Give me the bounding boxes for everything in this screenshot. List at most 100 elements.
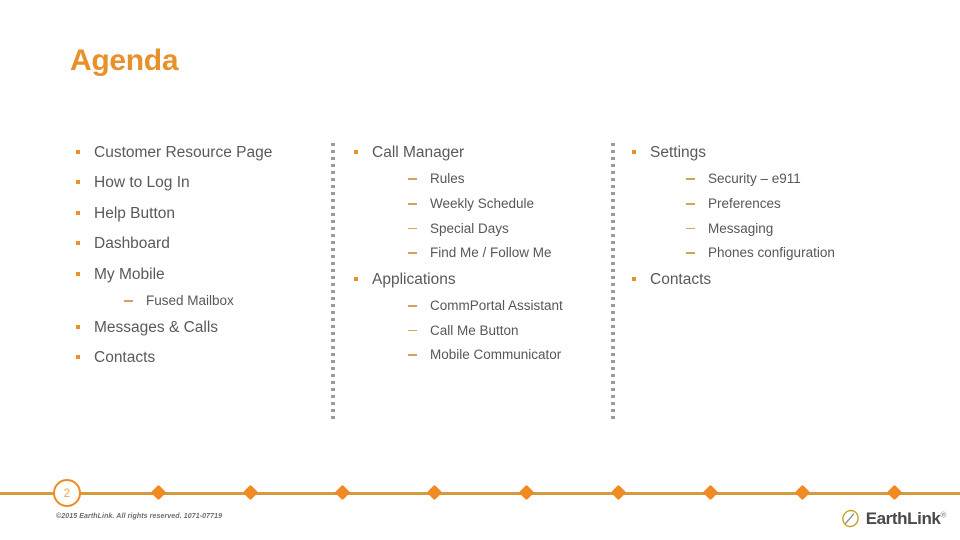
earthlink-ring-icon-svg: [841, 509, 859, 528]
agenda-subitem-label: Security – e911: [708, 171, 801, 187]
bullet-dash-icon: [408, 203, 417, 205]
bullet-square-icon: [76, 150, 80, 154]
bullet-dash-icon: [686, 252, 695, 254]
agenda-item: Help Button: [70, 203, 318, 225]
agenda-subitem-label: Find Me / Follow Me: [430, 245, 552, 261]
footer-diamond-icon: [702, 484, 719, 501]
footer-diamond-icon: [886, 484, 903, 501]
agenda-item-label: My Mobile: [94, 265, 165, 283]
bullet-square-icon: [632, 276, 636, 281]
agenda-item-label: Dashboard: [94, 235, 170, 253]
agenda-item: Contacts: [70, 347, 318, 369]
copyright-text: ©2015 EarthLink. All rights reserved. 10…: [56, 513, 223, 520]
agenda-subitem: Weekly Schedule: [404, 194, 604, 214]
agenda-item: How to Log In: [70, 172, 318, 194]
agenda-subitem-label: Weekly Schedule: [430, 196, 535, 212]
agenda-item-label: Help Button: [94, 204, 175, 222]
agenda-subitem-label: Special Days: [430, 220, 509, 236]
earthlink-wordmark-text: EarthLink: [865, 508, 941, 528]
agenda-subitem-label: CommPortal Assistant: [430, 298, 563, 314]
agenda-item: Contacts: [626, 269, 896, 291]
agenda-subitem: Find Me / Follow Me: [404, 243, 604, 263]
agenda-item-label: Messages & Calls: [94, 318, 219, 336]
agenda-subitem: Phones configuration: [682, 243, 896, 263]
agenda-subitem-label: Fused Mailbox: [146, 293, 234, 309]
agenda-sublist: Fused Mailbox: [120, 291, 318, 311]
bullet-square-icon: [76, 271, 80, 276]
footer-diamond-icon: [794, 484, 811, 501]
bullet-dash-icon: [686, 227, 695, 230]
agenda-item: Messages & Calls: [70, 317, 318, 339]
agenda-item-label: Contacts: [650, 270, 712, 288]
agenda-subitem-label: Mobile Communicator: [430, 347, 562, 363]
bullet-square-icon: [76, 355, 80, 360]
column-divider-2: [611, 143, 615, 421]
agenda-subitem-label: Preferences: [708, 196, 781, 212]
page-title: Agenda: [70, 44, 179, 77]
bullet-dash-icon: [408, 329, 417, 332]
bullet-dash-icon: [408, 305, 417, 307]
agenda-item-label: Applications: [372, 270, 456, 288]
column-divider-1: [331, 143, 335, 421]
agenda-subitem: Preferences: [682, 194, 896, 214]
agenda-item-label: How to Log In: [94, 174, 190, 192]
footer-diamond-icon: [150, 484, 167, 501]
bullet-square-icon: [76, 241, 80, 246]
bullet-dash-icon: [686, 178, 695, 180]
bullet-dash-icon: [408, 252, 417, 254]
agenda-subitem: Fused Mailbox: [120, 291, 318, 311]
agenda-subitem: Mobile Communicator: [404, 345, 604, 365]
agenda-subitem: Special Days: [404, 219, 604, 239]
agenda-subitem: Rules: [404, 169, 604, 189]
agenda-item-label: Customer Resource Page: [94, 144, 273, 161]
bullet-dash-icon: [408, 354, 417, 356]
bullet-dash-icon: [686, 203, 695, 205]
agenda-subitem: CommPortal Assistant: [404, 296, 604, 316]
bullet-square-icon: [632, 150, 636, 154]
agenda-subitem-label: Call Me Button: [430, 322, 519, 338]
bullet-square-icon: [354, 276, 358, 281]
agenda-item-label: Contacts: [94, 349, 156, 367]
page-number-badge: 2: [53, 479, 81, 507]
bullet-square-icon: [354, 150, 358, 154]
earthlink-logo: EarthLink®: [840, 508, 946, 529]
bullet-square-icon: [76, 180, 80, 185]
agenda-subitem: Messaging: [682, 219, 896, 239]
bullet-dash-icon: [124, 300, 133, 302]
agenda-subitem-label: Rules: [430, 171, 465, 187]
footer-diamond-icon: [518, 484, 535, 501]
bullet-square-icon: [76, 210, 80, 215]
footer-diamond-icon: [242, 484, 259, 501]
bullet-dash-icon: [408, 178, 417, 180]
agenda-subitem-label: Messaging: [708, 220, 774, 236]
footer-diamond-icon: [610, 484, 627, 501]
agenda-item-label: Call Manager: [372, 144, 465, 161]
footer-diamond-icon: [426, 484, 443, 501]
agenda-item: Customer Resource Page: [70, 142, 318, 164]
footer-rule: [0, 492, 960, 495]
agenda-item-label: Settings: [650, 144, 707, 161]
bullet-square-icon: [76, 324, 80, 329]
bullet-dash-icon: [408, 227, 417, 230]
registered-mark: ®: [940, 509, 947, 519]
agenda-subitem: Security – e911: [682, 169, 896, 189]
earthlink-wordmark: EarthLink®: [865, 508, 947, 529]
earthlink-ring-icon: [840, 508, 861, 529]
footer-diamond-icon: [334, 484, 351, 501]
agenda-subitem-label: Phones configuration: [708, 245, 835, 261]
agenda-subitem: Call Me Button: [404, 321, 604, 341]
